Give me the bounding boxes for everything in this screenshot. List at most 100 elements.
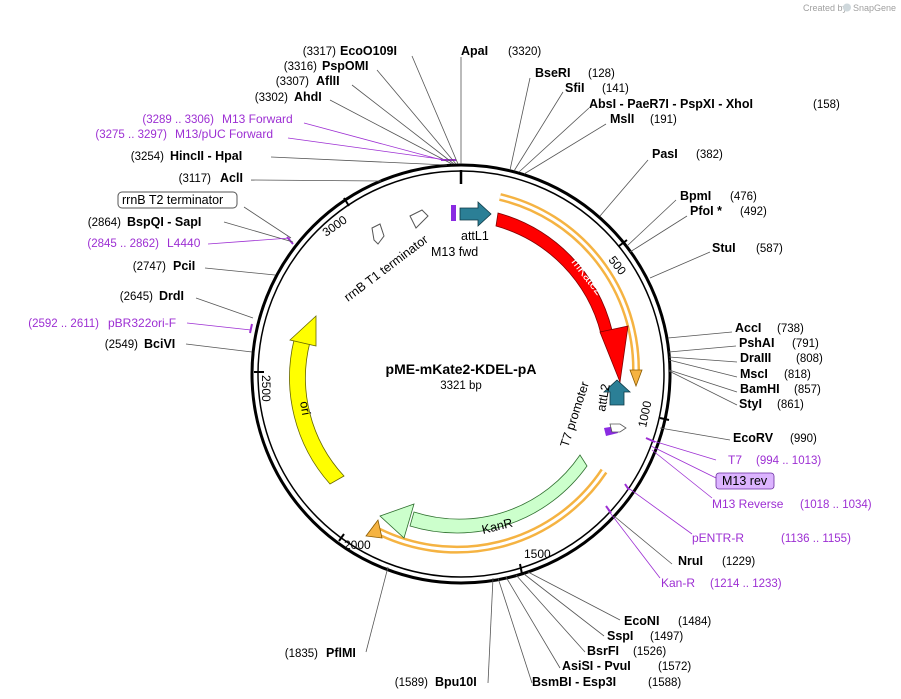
site-stui: StuI (712, 241, 736, 255)
mkate2-highlight-arrowhead (629, 369, 643, 388)
site-sfii: SfiI (565, 81, 584, 95)
site-econi: EcoNI (624, 614, 659, 628)
site-bseri: BseRI (535, 66, 570, 80)
primer-pos-kanr: (1214 .. 1233) (710, 578, 782, 590)
credit-brand: SnapGene (853, 3, 896, 13)
site-sspi: SspI (607, 629, 633, 643)
site-pos-pcii: (2747) (133, 261, 166, 273)
site-pos-bpmi: (476) (730, 191, 757, 203)
site-pos-draiii: (808) (796, 353, 823, 365)
primer-pos-t7: (994 .. 1013) (756, 455, 821, 467)
site-pos-pfimi: (1835) (285, 648, 318, 660)
plasmid-name: pME-mKate2-KDEL-pA (386, 361, 537, 377)
site-pos-pspomi: (3316) (284, 61, 317, 73)
t7-promoter-label: T7 promoter (558, 380, 592, 449)
site-pasi: PasI (652, 147, 678, 161)
site-pos-sfii: (141) (602, 83, 629, 95)
tick-label-2000: 2000 (344, 538, 371, 552)
attl1-arrow (459, 201, 492, 227)
site-pos-bsrfi: (1526) (633, 646, 666, 658)
primer-pos-l4440: (2845 .. 2862) (87, 238, 159, 250)
site-pos-msli: (191) (650, 114, 677, 126)
site-pfoi: PfoI * (690, 204, 722, 218)
site-pos-hincii: (3254) (131, 151, 164, 163)
site-pos-bspqi: (2864) (88, 217, 121, 229)
snapgene-logo-icon (843, 3, 851, 12)
m13-fwd-marker (451, 205, 456, 221)
site-styi: StyI (739, 397, 762, 411)
site-pos-msci: (818) (784, 369, 811, 381)
primer-l4440: L4440 (167, 236, 201, 250)
primer-pos-m13fwd: (3289 .. 3306) (142, 114, 214, 126)
tick-mark-3000 (343, 197, 350, 207)
primer-m13fwd: M13 Forward (222, 112, 293, 126)
site-pos-ecoo109i: (3317) (303, 46, 336, 58)
primer-m13reverse: M13 Reverse (712, 497, 784, 511)
site-pos-econi: (1484) (678, 616, 711, 628)
rrnb-t2-box (117, 191, 238, 209)
m13-rev-box (715, 472, 775, 490)
site-aflii: AflII (316, 74, 340, 88)
site-nrui: NruI (678, 554, 703, 568)
credit-prefix: Created by (803, 3, 848, 13)
primer-t7: T7 (728, 453, 742, 467)
backbone-outer-ring (250, 163, 672, 585)
site-pos-nrui: (1229) (722, 556, 755, 568)
plasmid-length: 3321 bp (440, 380, 482, 392)
site-pos-absi: (158) (813, 99, 840, 111)
site-pos-asisi: (1572) (658, 661, 691, 673)
kanr-primer-mark (605, 505, 612, 514)
kanr-feature (409, 454, 588, 534)
ori-label: ori (297, 400, 313, 416)
site-pos-styi: (861) (777, 399, 804, 411)
site-msci: MscI (740, 367, 768, 381)
site-pos-drdi: (2645) (120, 291, 153, 303)
attl1-label: attL1 (461, 229, 489, 243)
t7-promoter-arrow (609, 423, 627, 433)
site-pos-pshai: (791) (792, 338, 819, 350)
rrnb-t1-label: rrnB T1 terminator (341, 232, 430, 304)
site-absi: AbsI - PaeR7I - PspXI - XhoI (589, 97, 753, 111)
rrnb-t1-arrow (409, 209, 429, 229)
kanr-arrowhead (379, 503, 415, 539)
site-pos-ahdi: (3302) (255, 92, 288, 104)
site-hincii: HincII - HpaI (170, 149, 242, 163)
site-bpmi: BpmI (680, 189, 711, 203)
primer-kanr: Kan-R (661, 576, 695, 590)
site-pos-pfoi: (492) (740, 206, 767, 218)
primer-pentr: pENTR-R (692, 531, 744, 545)
site-bsmbi: BsmBI - Esp3I (532, 675, 616, 689)
site-pspomi: PspOMI (322, 59, 369, 73)
site-bamhi: BamHI (740, 382, 780, 396)
tick-label-1500: 1500 (524, 547, 551, 561)
site-pos-bseri: (128) (588, 68, 615, 80)
rrnb-t2-label: rrnB T2 terminator (122, 193, 223, 207)
snapgene-credit: Created by SnapGene (803, 3, 896, 13)
kanr-highlight-inner (371, 470, 606, 552)
pbr322-mark (249, 323, 253, 334)
mkate2-arrowhead (599, 325, 629, 384)
site-pos-bamhi: (857) (794, 384, 821, 396)
site-bspqi: BspQI - SapI (127, 215, 201, 229)
site-ecorv: EcoRV (733, 431, 774, 445)
site-bcivi: BciVI (144, 337, 175, 351)
tick-mark-2000 (338, 533, 345, 542)
site-pos-aflii: (3307) (276, 76, 309, 88)
site-pos-acci: (738) (777, 323, 804, 335)
site-acli: AclI (220, 171, 243, 185)
tick-label-2500: 2500 (259, 375, 273, 402)
primer-pos-m13reverse: (1018 .. 1034) (800, 499, 872, 511)
attl2-label: attL2 (594, 383, 613, 413)
site-pos-bsmbi: (1588) (648, 677, 681, 689)
site-bpu10i: Bpu10I (435, 675, 477, 689)
tick-mark-1500 (519, 563, 523, 575)
site-bsrfi: BsrFI (587, 644, 619, 658)
site-pos-stui: (587) (756, 243, 783, 255)
site-leader-lines (185, 55, 738, 684)
primer-pos-m13puc: (3275 .. 3297) (95, 129, 167, 141)
m13fwd-feature-label: M13 fwd (431, 245, 478, 259)
rrnb-t2-small-arrow (371, 223, 385, 245)
mkate2-highlight-inner (499, 195, 638, 373)
tick-mark-1000 (659, 417, 670, 421)
